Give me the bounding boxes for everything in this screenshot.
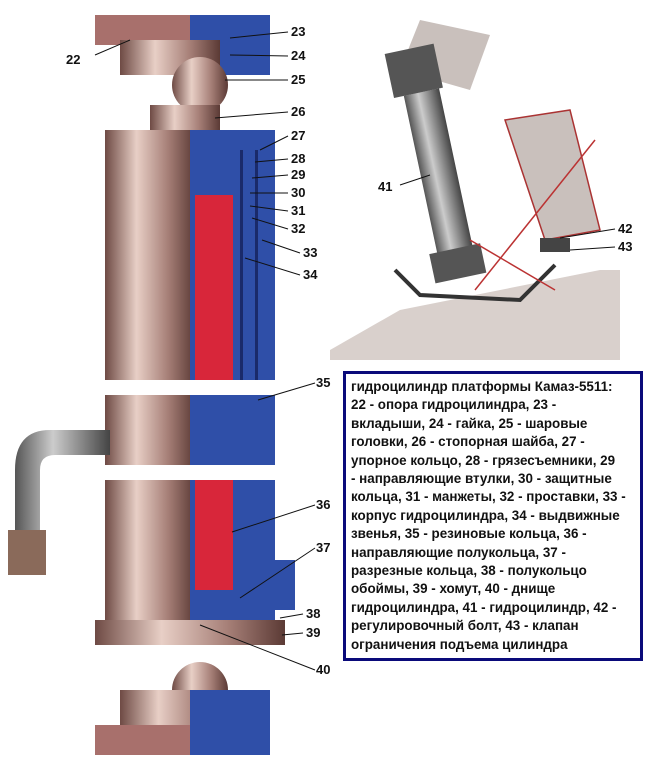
callout-39: 39: [306, 625, 320, 640]
caption-line: - направляющие втулки, 30 - защитные: [351, 471, 612, 487]
caption-line: гидроцилиндра, 41 - гидроцилиндр, 42 -: [351, 599, 617, 615]
caption-line: регулировочный болт, 43 - клапан: [351, 618, 579, 634]
caption-line: гидроцилиндр платформы Камаз-5511:: [351, 379, 613, 394]
callout-30: 30: [291, 185, 305, 200]
callout-43: 43: [618, 239, 632, 254]
caption-line: ограничения подъема цилиндра: [351, 636, 568, 652]
callout-36: 36: [316, 497, 330, 512]
callout-35: 35: [316, 375, 330, 390]
callout-33: 33: [303, 245, 317, 260]
callout-26: 26: [291, 104, 305, 119]
caption-line: обоймы, 39 - хомут, 40 - днище: [351, 581, 556, 597]
caption-line: головки, 26 - стопорная шайба, 27 -: [351, 434, 585, 450]
callout-25: 25: [291, 72, 305, 87]
callout-23: 23: [291, 24, 305, 39]
bottom-mount: [95, 620, 285, 755]
leader-lines: [94, 31, 616, 671]
callout-27: 27: [291, 128, 305, 143]
caption-line: звенья, 35 - резиновые кольца, 36 -: [351, 526, 587, 542]
callout-34: 34: [303, 267, 318, 282]
caption-line: направляющие полукольца, 37 -: [351, 544, 566, 560]
caption-box: гидроцилиндр платформы Камаз-5511: 22 - …: [343, 371, 643, 661]
callout-28: 28: [291, 151, 305, 166]
callout-22: 22: [66, 52, 80, 67]
callout-42: 42: [618, 221, 632, 236]
callout-31: 31: [291, 203, 305, 218]
caption-line: корпус гидроцилиндра, 34 - выдвижные: [351, 507, 620, 523]
callout-29: 29: [291, 167, 305, 182]
caption-line: кольца, 31 - манжеты, 32 - проставки, 33…: [351, 489, 626, 505]
callout-32: 32: [291, 221, 305, 236]
callout-37: 37: [316, 540, 330, 555]
elbow-pipe: [15, 430, 110, 530]
callout-40: 40: [316, 662, 330, 677]
callout-41: 41: [378, 179, 392, 194]
caption-line: упорное кольцо, 28 - грязесъемники, 29: [351, 452, 616, 468]
caption-line: вкладыши, 24 - гайка, 25 - шаровые: [351, 415, 588, 431]
caption-line: разрезные кольца, 38 - полукольцо: [351, 563, 587, 579]
callout-labels: 22 23 24 25 26 27 28 29 30 31 32 33 34 3…: [66, 24, 632, 677]
top-mount: [95, 15, 270, 130]
truck-inset: [330, 20, 620, 360]
cylinder-body: [105, 130, 295, 620]
caption-line: 22 - опора гидроцилиндра, 23 -: [351, 397, 557, 413]
callout-24: 24: [291, 48, 306, 63]
callout-38: 38: [306, 606, 320, 621]
